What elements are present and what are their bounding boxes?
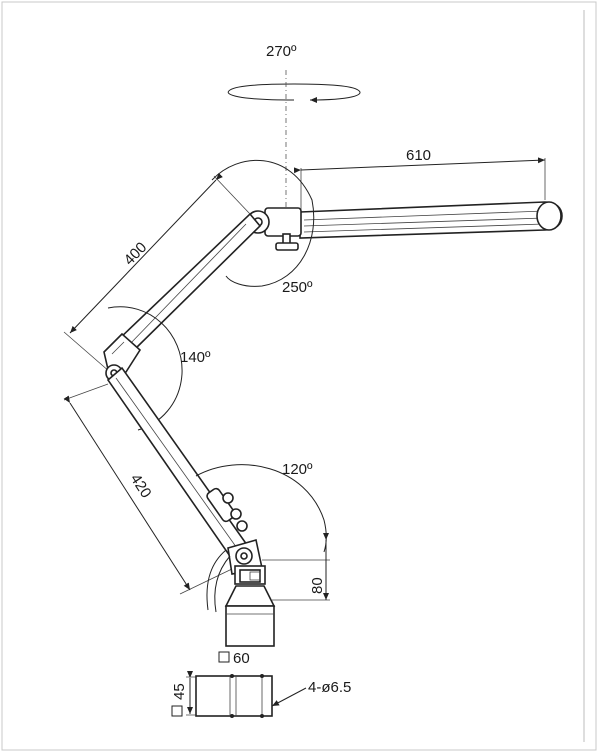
rotation-label: 270º — [266, 43, 297, 60]
lower-arm-length-label: 420 — [127, 471, 155, 501]
lamp-shade — [299, 201, 563, 239]
rotation-indicator — [227, 70, 361, 210]
elbow-angle-label: 140º — [180, 349, 211, 366]
base-angle-label: 120º — [282, 461, 313, 478]
mounting-plate — [171, 671, 307, 718]
upper-arm-dimension — [63, 172, 251, 373]
base-square-label: 60 — [233, 650, 250, 667]
shade-dimension — [293, 157, 546, 214]
square-symbol-45 — [171, 705, 183, 717]
shade-length-label: 610 — [406, 147, 431, 164]
square-symbol-60 — [218, 651, 230, 663]
lower-arm-dimension — [63, 383, 235, 595]
upper-arm — [116, 212, 262, 354]
plate-square-label: 45 — [171, 683, 188, 700]
head-angle-arc — [211, 159, 315, 287]
base-clamp — [224, 565, 276, 647]
holes-label: 4-ø6.5 — [308, 679, 351, 696]
power-cable — [206, 549, 227, 611]
elbow-joint — [103, 332, 142, 382]
base-height-label: 80 — [309, 577, 326, 594]
holes-leader — [271, 687, 307, 707]
base-height-dimension — [262, 533, 330, 601]
head-angle-label: 250º — [282, 279, 313, 296]
upper-arm-length-label: 400 — [121, 239, 151, 269]
